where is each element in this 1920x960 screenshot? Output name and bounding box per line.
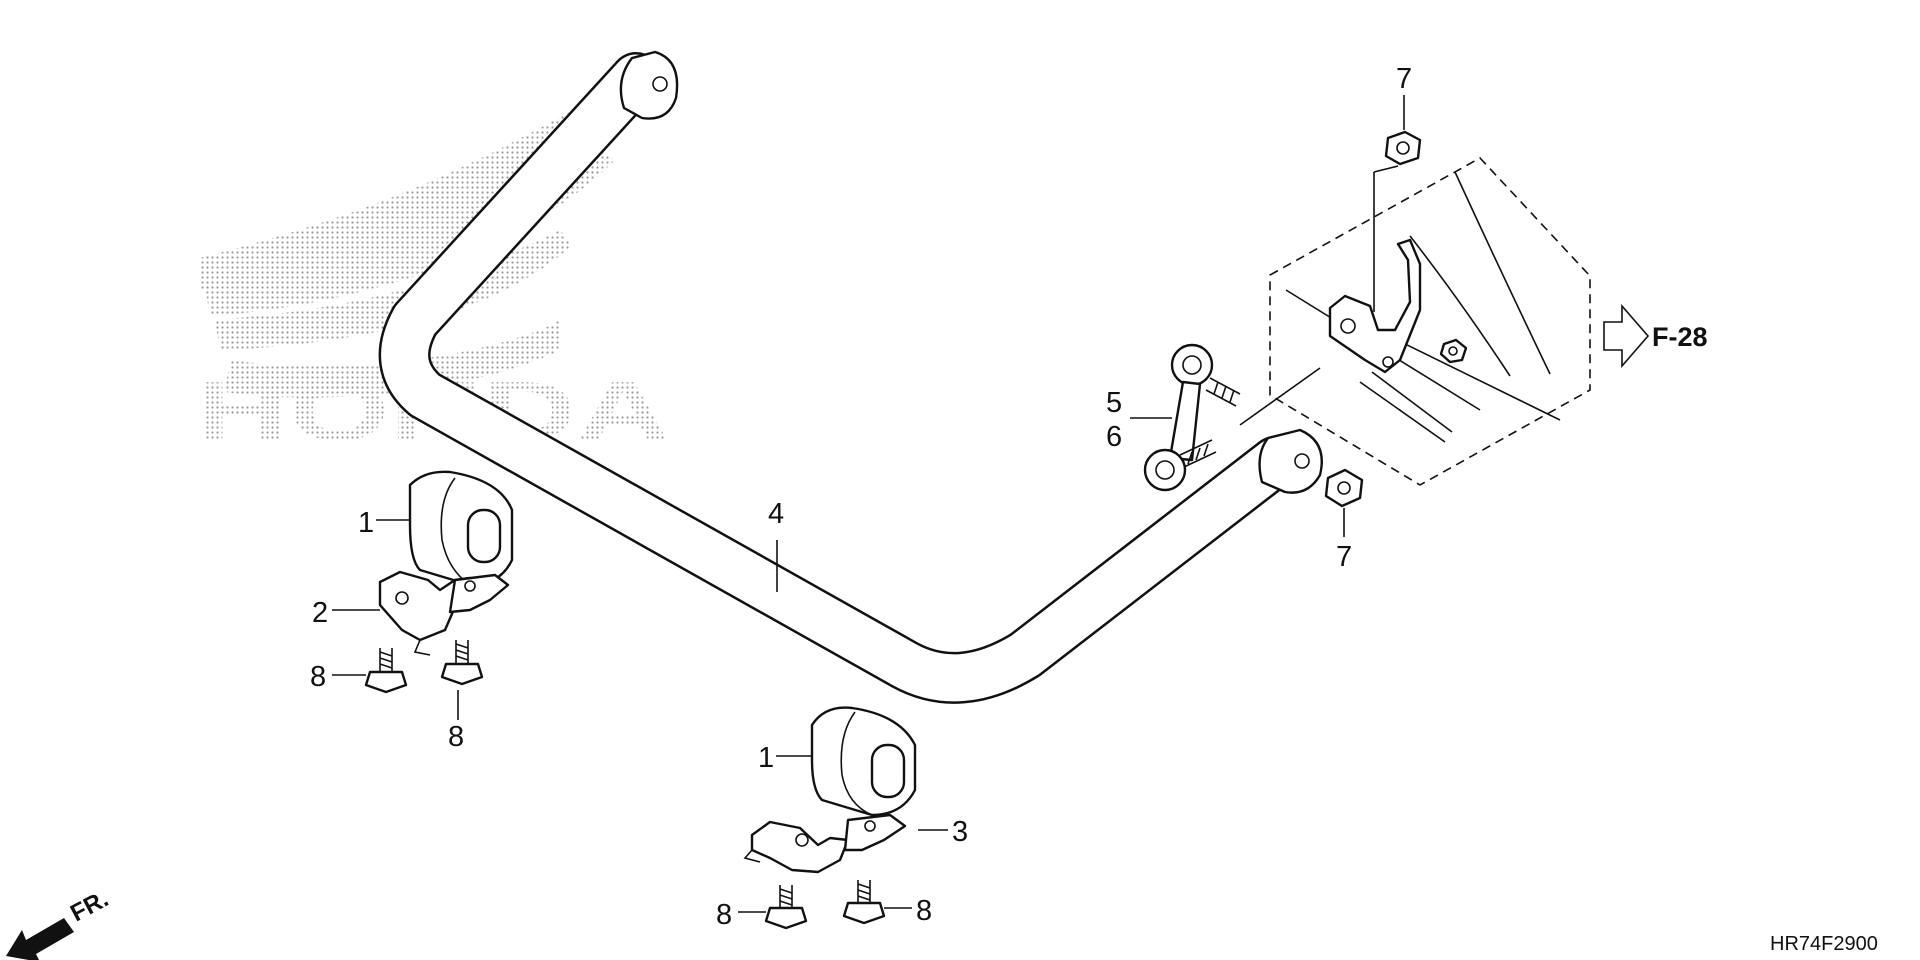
- reference-label: F-28: [1652, 322, 1708, 352]
- leader-lines: [332, 95, 1405, 913]
- callout-8-bottom-right: 8: [916, 895, 932, 927]
- callout-6: 6: [1106, 421, 1122, 453]
- flange-bolt-2: [440, 640, 484, 686]
- callout-4: 4: [768, 498, 784, 530]
- callout-7-upper: 7: [1396, 63, 1412, 95]
- flange-bolt-4: [842, 880, 886, 925]
- front-arrow-icon: [6, 918, 74, 960]
- stabilizer-bar: [378, 50, 1323, 704]
- callout-1-left: 1: [358, 507, 374, 539]
- diagram-code: HR74F2900: [1770, 933, 1878, 955]
- callout-5: 5: [1106, 387, 1122, 419]
- callout-1-right: 1: [758, 742, 774, 774]
- callout-3: 3: [952, 816, 968, 848]
- callout-8-mid: 8: [448, 721, 464, 753]
- callout-8-bottom-left: 8: [716, 899, 732, 931]
- callout-8-left: 8: [310, 661, 326, 693]
- hex-nut-upper: [1384, 130, 1422, 166]
- callout-7-lower: 7: [1336, 541, 1352, 573]
- front-direction-indicator: FR.: [6, 885, 113, 960]
- front-label: FR.: [66, 885, 113, 927]
- bushing-left: [408, 470, 514, 587]
- reference-arrow: F-28: [1603, 303, 1708, 369]
- stabilizer-holder-left: [378, 570, 510, 656]
- stabilizer-link: [1143, 343, 1241, 492]
- mounting-detail-box: [1269, 156, 1591, 486]
- callout-2: 2: [312, 597, 328, 629]
- hex-nut-lower: [1324, 468, 1364, 508]
- stabilizer-holder-right: [743, 813, 907, 874]
- flange-bolt-1: [364, 648, 408, 694]
- bushing-right: [810, 706, 917, 817]
- flange-bolt-3: [764, 885, 808, 930]
